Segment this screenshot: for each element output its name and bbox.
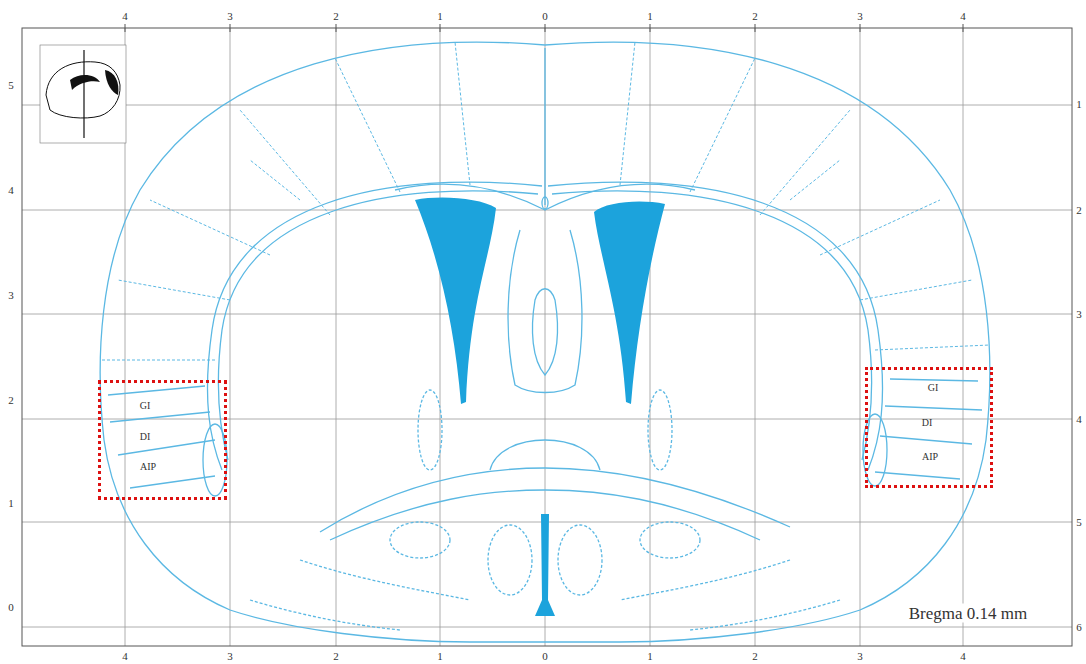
- lateral-ventricles: [415, 198, 665, 616]
- region-label: AIP: [922, 452, 938, 462]
- axis-number: 4: [122, 651, 128, 662]
- bregma-label: Bregma 0.14 mm: [906, 604, 1031, 623]
- third-ventricle: [535, 514, 555, 616]
- axis-number: 1: [8, 498, 14, 509]
- axis-number: 3: [857, 11, 863, 22]
- axis-number: 2: [752, 651, 758, 662]
- tick-marks: [125, 24, 963, 32]
- region-box: GI DI AIP: [865, 367, 993, 488]
- axis-number: 1: [1076, 99, 1082, 110]
- axis-number: 1: [647, 11, 653, 22]
- region-label: DI: [140, 432, 151, 442]
- frame: [22, 28, 1072, 646]
- axis-number: 3: [227, 651, 233, 662]
- axis-number: 5: [8, 80, 14, 91]
- axis-number: 2: [8, 395, 14, 406]
- axis-number: 3: [857, 651, 863, 662]
- axis-number: 6: [1076, 622, 1082, 633]
- brain-outline: [100, 42, 990, 642]
- axis-number: 4: [8, 185, 14, 196]
- grid-lines: [22, 28, 1072, 646]
- axis-number: 5: [1076, 517, 1082, 528]
- region-label: GI: [140, 401, 151, 411]
- axis-number: 4: [122, 11, 128, 22]
- region-label: GI: [928, 383, 939, 393]
- axis-number: 4: [960, 651, 966, 662]
- sagittal-inset: [40, 45, 126, 143]
- axis-number: 3: [1076, 309, 1082, 320]
- axis-number: 4: [960, 11, 966, 22]
- axis-number: 0: [8, 602, 14, 613]
- axis-number: 2: [1076, 205, 1082, 216]
- axis-number: 2: [333, 651, 339, 662]
- region-box: GI DI AIP: [98, 380, 227, 500]
- axis-number: 0: [542, 651, 548, 662]
- axis-number: 2: [333, 11, 339, 22]
- axis-number: 3: [8, 290, 14, 301]
- axis-number: 3: [227, 11, 233, 22]
- axis-number: 1: [437, 11, 443, 22]
- axis-number: 0: [542, 11, 548, 22]
- axis-number: 1: [437, 651, 443, 662]
- axis-number: 2: [752, 11, 758, 22]
- region-label: AIP: [140, 462, 156, 472]
- region-label: DI: [922, 418, 933, 428]
- axis-number: 1: [647, 651, 653, 662]
- axis-number: 4: [1076, 414, 1082, 425]
- cortex-area-lines: [102, 42, 990, 360]
